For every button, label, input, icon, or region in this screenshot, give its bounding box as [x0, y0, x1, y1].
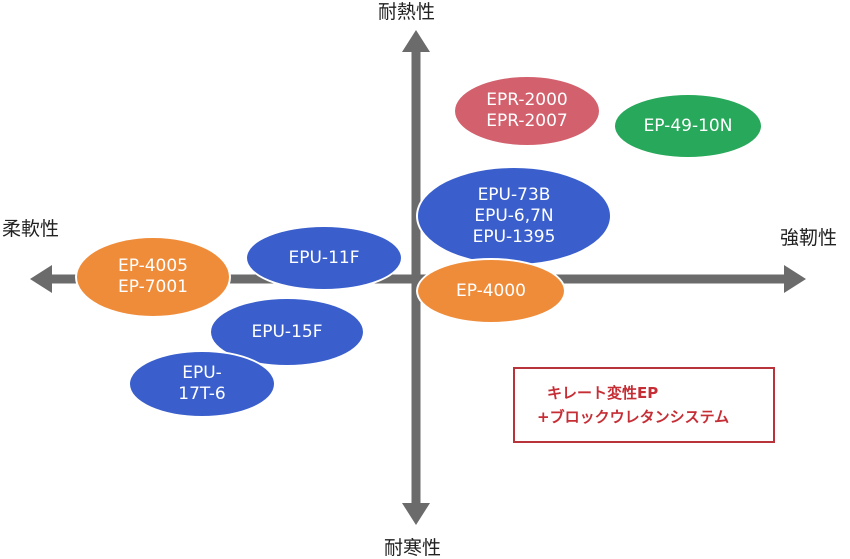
- product-label: EPU-15F: [251, 321, 323, 342]
- axis-label-flexibility: 柔軟性: [2, 218, 60, 240]
- product-label: EPR-2000: [486, 90, 568, 110]
- product-label: 17T-6: [178, 384, 226, 404]
- axis-label-toughness: 強靭性: [780, 227, 838, 249]
- arrow-left: [30, 265, 52, 293]
- legend-line-1: キレート変性EP: [547, 384, 659, 402]
- product-bubble-ep49: EP-49-10N: [613, 93, 763, 159]
- arrow-up: [402, 30, 430, 52]
- product-label: EPU-11F: [288, 247, 360, 268]
- product-label: EPU-1395: [472, 226, 556, 247]
- axis-label-cold-resistance: 耐寒性: [384, 537, 442, 559]
- product-label: EPU-6,7N: [474, 205, 554, 226]
- product-bubble-epr: EPR-2000 EPR-2007: [453, 75, 601, 147]
- product-label: EP-4005: [117, 256, 189, 276]
- product-bubble-epu11f: EPU-11F: [245, 225, 403, 291]
- product-bubble-ep4005: EP-4005 EP-7001: [75, 236, 231, 318]
- product-bubble-epu17t: EPU- 17T-6: [128, 350, 276, 418]
- product-label: EPU-: [182, 363, 222, 383]
- axis-label-heat-resistance: 耐熱性: [378, 1, 436, 23]
- legend-line-2: +ブロックウレタンシステム: [537, 408, 730, 426]
- product-label: EP-7001: [117, 277, 189, 297]
- arrow-down: [402, 503, 430, 525]
- product-label: EPU-73B: [477, 184, 551, 205]
- arrow-right: [784, 265, 806, 293]
- product-label: EPR-2007: [486, 111, 568, 131]
- product-bubble-ep4000: EP-4000: [416, 258, 566, 324]
- legend-box: キレート変性EP +ブロックウレタンシステム: [513, 367, 775, 443]
- product-label: EP-4000: [455, 280, 527, 301]
- product-bubble-epu73: EPU-73B EPU-6,7N EPU-1395: [416, 166, 612, 266]
- product-label: EP-49-10N: [643, 115, 733, 136]
